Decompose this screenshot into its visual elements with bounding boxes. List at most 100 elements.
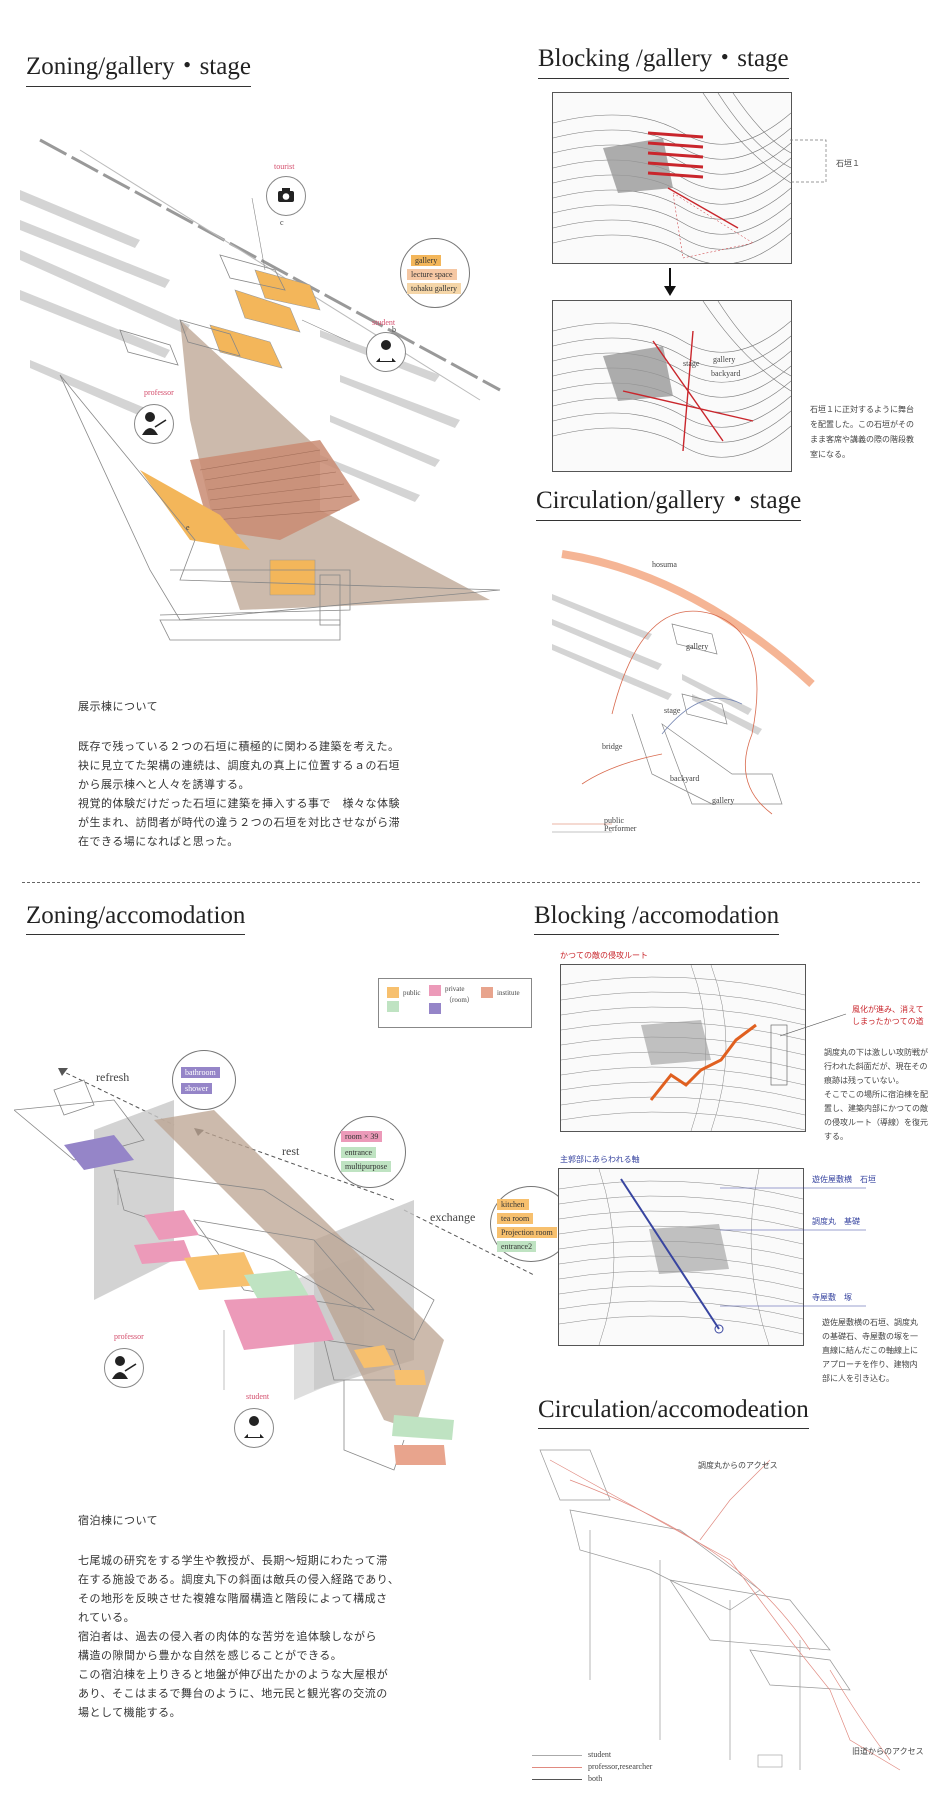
- zoning-accom-drawing: [14, 1068, 534, 1471]
- blocking-accom-map-1: [560, 964, 806, 1132]
- title-circulation-gallery: Circulation/gallery・stage: [536, 480, 802, 521]
- access-top-label: 調度丸からのアクセス: [698, 1461, 778, 1470]
- map-label-stage: stage: [683, 359, 700, 368]
- map2-row-1: 遊佐屋敷横 石垣: [812, 1175, 876, 1184]
- text-line: 在できる場になればと思った。: [78, 836, 239, 848]
- legend-performer: Performer: [604, 824, 637, 833]
- map1-callout: 風化が進み、消えて しまったかつての道: [852, 1004, 924, 1028]
- circulation-gallery-drawing: [552, 550, 815, 833]
- arrow-label-exchange: exchange: [430, 1210, 476, 1224]
- note-line: の侵攻ルート（導線）を復元: [824, 1118, 928, 1127]
- note-line: 痕跡は残っていない。: [824, 1076, 904, 1085]
- label-tourist: tourist: [274, 162, 295, 171]
- note-line: まま客席や講義の際の階段教: [810, 435, 914, 444]
- section-divider: [22, 882, 920, 883]
- map2-note: 遊佐屋敷横の石垣、調度丸 の基礎石、寺屋敷の塚を一 直線に結んだこの軸線上に ア…: [822, 1316, 930, 1386]
- map2-leader-lines: [720, 1187, 866, 1307]
- zoning-accom-diagram: refresh rest exchange bathroom shower ro…: [14, 960, 572, 1520]
- label-e: e: [186, 523, 190, 532]
- tag-tea-room: tea room: [497, 1213, 534, 1224]
- label-hosuma: hosuma: [652, 560, 677, 569]
- legend-room: （room）: [445, 996, 474, 1004]
- text-line: 視覚的体験だけだった石垣に建築を挿入する事で 様々な体験: [78, 798, 400, 810]
- zoning-gallery-diagram: c b e tourist student professor gallery …: [20, 120, 520, 680]
- title-zoning-accom: Zoning/accomodation: [26, 902, 246, 935]
- map1-note: 調度丸の下は激しい攻防戦が 行われた斜面だが、現在その 痕跡は残っていない。 そ…: [824, 1046, 930, 1144]
- reader-icon: [366, 332, 406, 372]
- legend-private: private: [445, 985, 465, 993]
- tag-shower: shower: [181, 1083, 213, 1094]
- blocking-gallery-map-1: [552, 92, 792, 264]
- tag-entrance: entrance: [341, 1147, 377, 1158]
- text-line: が生まれ、訪問者が時代の違う２つの石垣を対比させながら滞: [78, 817, 401, 829]
- reader-icon: [234, 1408, 274, 1448]
- callout-line: しまったかつての道: [852, 1017, 924, 1026]
- legend-public: public: [403, 989, 421, 997]
- note-line: 調度丸の下は激しい攻防戦が: [824, 1048, 928, 1057]
- title-blocking-gallery: Blocking /gallery・stage: [538, 38, 789, 79]
- note-line: そこでこの場所に宿泊棟を配: [824, 1090, 928, 1099]
- swatch-institute: [481, 987, 493, 998]
- text-line: から展示棟へと人々を誘導する。: [78, 779, 250, 791]
- blocking-gallery-map-2: stage gallery backyard: [552, 300, 792, 472]
- accom-text-heading: 宿泊棟について: [78, 1515, 159, 1527]
- label-backyard: backyard: [670, 774, 700, 783]
- map2-title: 主郭部にあらわれる軸: [560, 1155, 640, 1164]
- map-label-gallery: gallery: [713, 355, 736, 364]
- gallery-text-body: 既存で残っている２つの石垣に積極的に関わる建築を考えた。 袂に見立てた架構の連続…: [78, 738, 418, 852]
- legend-student: student: [588, 1750, 612, 1759]
- zoning-gallery-drawing: [20, 138, 501, 641]
- circulation-accom-diagram: 調度丸からのアクセス 旧道からのアクセス: [530, 1440, 930, 1780]
- lecturer-icon: [134, 404, 174, 444]
- bubble-rest: room × 39 entrance multipurpose: [334, 1116, 406, 1188]
- arrow-label-rest: rest: [282, 1144, 300, 1158]
- note-line: を配置した。この石垣がその: [810, 420, 914, 429]
- text-line: 宿泊者は、過去の侵入者の肉体的な苦労を追体験しながら: [78, 1631, 377, 1643]
- blocking-callout-bracket: [790, 139, 827, 183]
- tag-bathroom: bathroom: [181, 1067, 220, 1078]
- label-student-accom: student: [246, 1392, 270, 1401]
- label-bridge: bridge: [602, 742, 623, 751]
- legend-both: both: [588, 1774, 603, 1783]
- access-bottom-label: 旧道からのアクセス: [852, 1747, 924, 1756]
- text-line: 袂に見立てた架構の連続は、調度丸の真上に位置するａの石垣: [78, 760, 400, 772]
- label-student: student: [372, 318, 396, 327]
- title-zoning-gallery: Zoning/gallery・stage: [26, 46, 251, 87]
- swatch-public-orange: [387, 987, 399, 998]
- blocking-accom-map-2: [558, 1168, 804, 1346]
- note-line: 遊佐屋敷横の石垣、調度丸: [822, 1318, 918, 1327]
- text-line: この宿泊棟を上りきると地盤が伸び出たかのような大屋根が: [78, 1669, 389, 1681]
- note-line: 置し、建築内部にかつての敵: [824, 1104, 928, 1113]
- map2-row-3: 寺屋敷 塚: [812, 1293, 852, 1302]
- swatch-private-pink: [429, 985, 441, 996]
- title-blocking-accom: Blocking /accomodation: [534, 902, 780, 935]
- circulation-accom-drawing: [539, 1449, 901, 1771]
- legend-tohaku-gallery: tohaku gallery: [407, 283, 461, 294]
- note-line: アプローチを作り、建物内: [822, 1360, 918, 1369]
- text-line: 場として機能する。: [78, 1707, 182, 1719]
- legend-line-both: [532, 1779, 582, 1780]
- text-line: その地形を反映させた複雑な階層構造と階段によって構成さ: [78, 1593, 388, 1605]
- tag-kitchen: kitchen: [497, 1199, 529, 1210]
- camera-icon: [266, 176, 306, 216]
- tag-entrance2: entrance2: [497, 1241, 537, 1252]
- legend-lecture-space: lecture space: [407, 269, 457, 280]
- legend-line-student: [532, 1755, 582, 1756]
- blocking-side-note-2: 石垣１に正対するように舞台 を配置した。この石垣がその まま客席や講義の際の階段…: [810, 402, 920, 462]
- legend-line-professor: [532, 1767, 582, 1768]
- blocking-accom-map-1-drawing: [561, 965, 805, 1131]
- legend-professor: professor,researcher: [588, 1762, 653, 1771]
- legend-public: public: [604, 816, 624, 825]
- swatch-private-purple: [429, 1003, 441, 1014]
- note-line: 室になる。: [810, 450, 850, 459]
- blocking-gallery-map-2-drawing: [553, 301, 791, 458]
- map1-callout-line: [780, 1013, 847, 1037]
- accom-text-body: 七尾城の研究をする学生や教授が、長期〜短期にわたって滞 在する施設である。調度丸…: [78, 1552, 428, 1723]
- text-line: 在する施設である。調度丸下の斜面は敵兵の侵入経路であり、: [78, 1574, 400, 1586]
- callout-line: 風化が進み、消えて: [852, 1005, 924, 1014]
- label-professor: professor: [144, 388, 174, 397]
- label-professor-accom: professor: [114, 1332, 144, 1341]
- map-label-backyard: backyard: [711, 369, 741, 378]
- text-line: 既存で残っている２つの石垣に積極的に関わる建築を考えた。: [78, 741, 400, 753]
- legend-institute: institute: [497, 989, 520, 997]
